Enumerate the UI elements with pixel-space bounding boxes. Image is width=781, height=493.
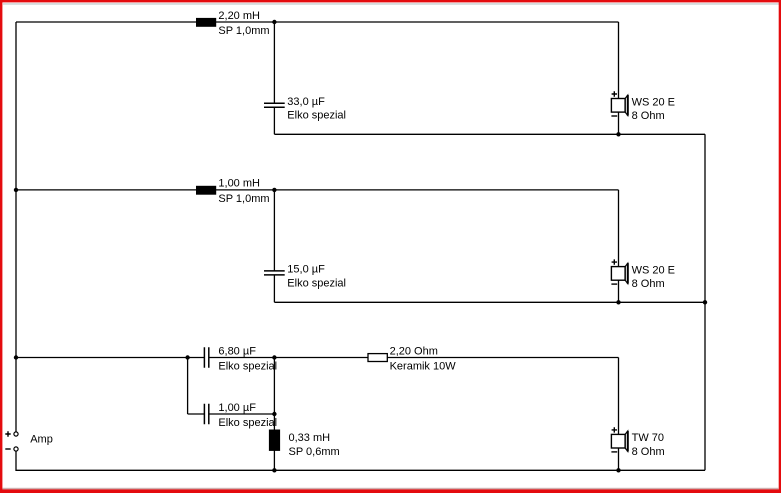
svg-text:Elko spezial: Elko spezial (218, 417, 277, 429)
svg-text:Elko spezial: Elko spezial (287, 277, 346, 289)
svg-text:15,0 µF: 15,0 µF (287, 264, 325, 276)
svg-text:TW 70: TW 70 (632, 432, 664, 444)
svg-text:WS 20 E: WS 20 E (632, 264, 675, 276)
svg-text:SP 1,0mm: SP 1,0mm (218, 193, 269, 205)
svg-text:WS 20 E: WS 20 E (632, 96, 675, 108)
svg-text:6,80 µF: 6,80 µF (218, 345, 256, 357)
svg-text:Amp: Amp (30, 434, 53, 446)
svg-text:8 Ohm: 8 Ohm (632, 110, 665, 122)
svg-text:33,0 µF: 33,0 µF (287, 96, 325, 108)
svg-text:Keramik 10W: Keramik 10W (390, 360, 457, 372)
svg-text:SP 1,0mm: SP 1,0mm (218, 25, 269, 37)
svg-text:SP 0,6mm: SP 0,6mm (289, 446, 340, 458)
svg-text:8 Ohm: 8 Ohm (632, 446, 665, 458)
svg-text:2,20 Ohm: 2,20 Ohm (390, 345, 438, 357)
svg-text:0,33 mH: 0,33 mH (289, 432, 331, 444)
svg-text:Elko spezial: Elko spezial (287, 110, 346, 122)
svg-text:2,20 mH: 2,20 mH (218, 10, 260, 22)
svg-text:1,00 mH: 1,00 mH (218, 178, 260, 190)
svg-text:8 Ohm: 8 Ohm (632, 278, 665, 290)
svg-text:Elko spezial: Elko spezial (218, 360, 277, 372)
svg-text:1,00 µF: 1,00 µF (218, 402, 256, 414)
